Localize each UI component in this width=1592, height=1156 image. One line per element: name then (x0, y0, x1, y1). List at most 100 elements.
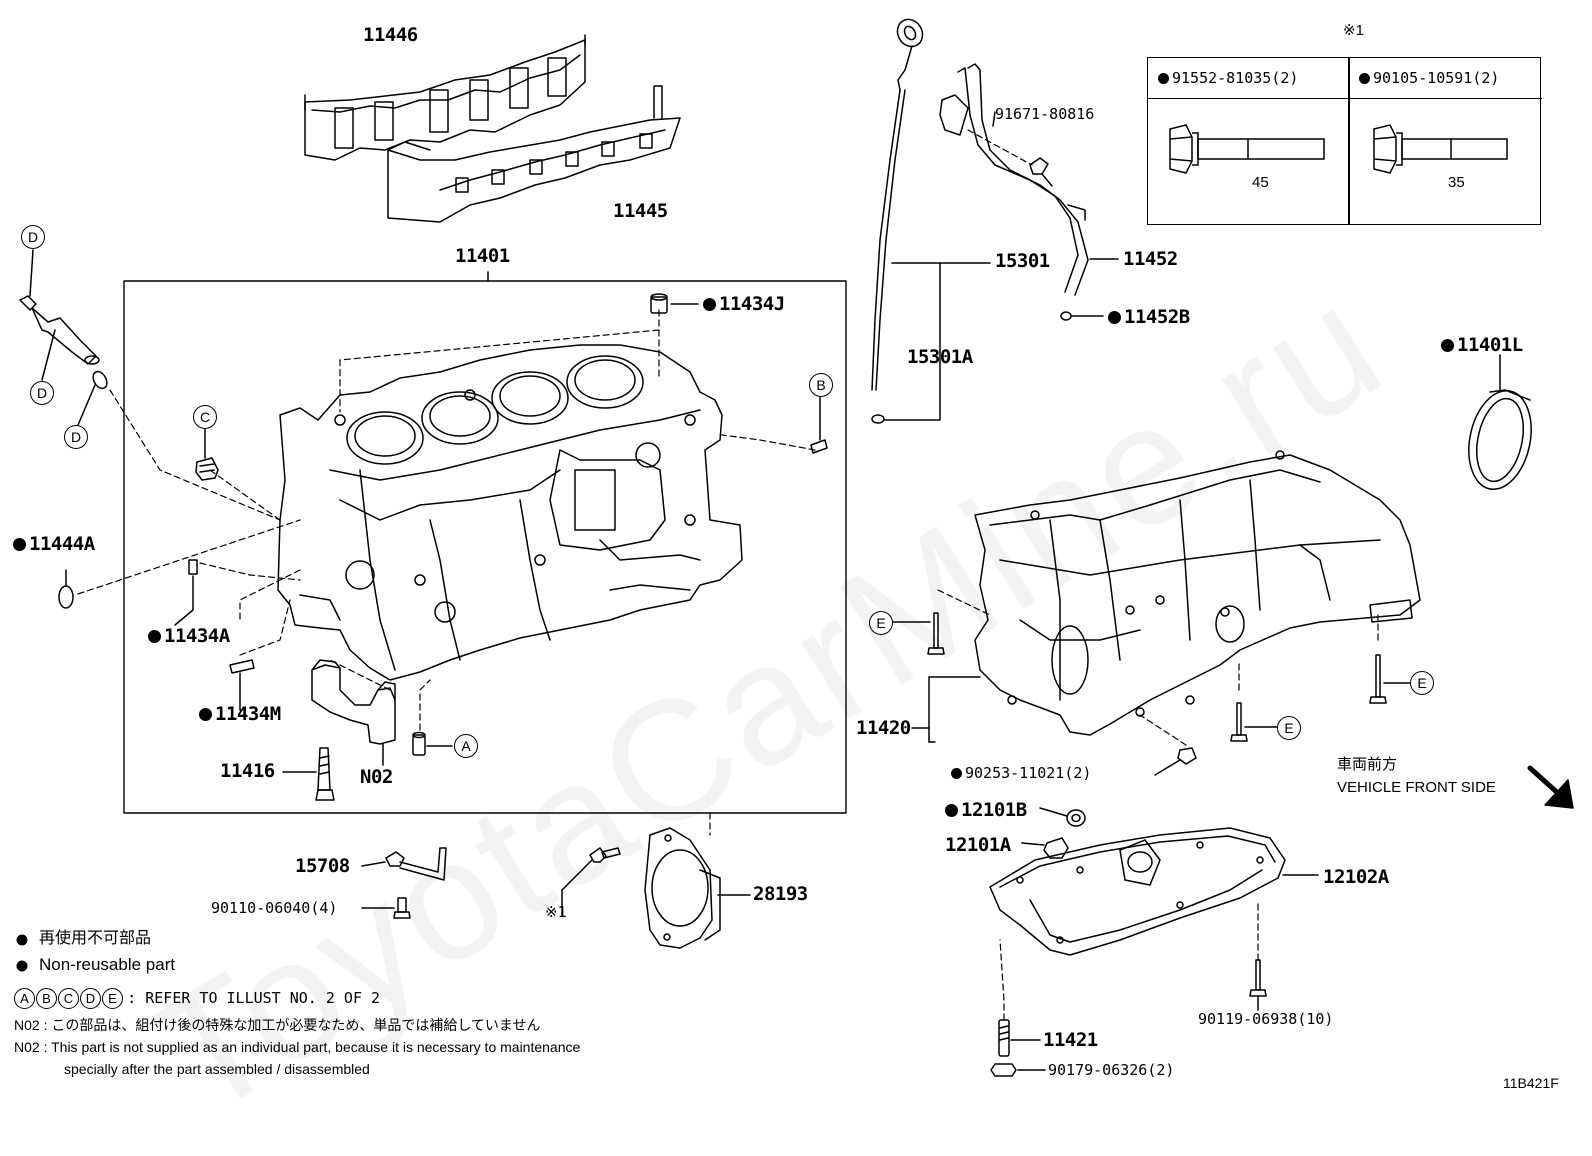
label-15301A[interactable]: 15301A (907, 346, 973, 368)
legend-nonreusable-jp: 再使用不可部品 (39, 930, 152, 947)
seal-retainer-28193-drawing[interactable] (644, 827, 721, 949)
label-15301[interactable]: 15301 (995, 250, 1050, 272)
ref-C[interactable]: C (193, 405, 217, 429)
legend-n02-jp: N02 : この部品は、組付け後の特殊な加工が必要なため、単品では補給していませ… (14, 1018, 541, 1032)
nonreusable-dot-icon (13, 538, 26, 551)
leader-note1 (561, 859, 593, 916)
pin-11434A-drawing[interactable] (188, 559, 198, 575)
label-11452B[interactable]: 11452B (1108, 308, 1190, 327)
leaders-15301 (883, 262, 991, 421)
drain-plug-12101A-drawing[interactable] (1043, 837, 1069, 859)
label-90179[interactable]: 90179-06326(2) (1048, 1061, 1175, 1079)
plug-C-drawing[interactable] (195, 457, 219, 481)
bolt-91671-drawing[interactable] (1029, 157, 1053, 187)
o-ring-11444A-drawing[interactable] (58, 585, 74, 609)
guide-11452-drawing[interactable] (939, 63, 1089, 296)
oil-pan-lower-12102A-drawing[interactable] (989, 827, 1286, 956)
bolt-table: 91552-81035(2) 90105-10591(2) 45 35 (1147, 57, 1542, 225)
label-11444A[interactable]: 11444A (13, 535, 95, 554)
gasket-12101B-drawing[interactable] (1066, 809, 1086, 827)
label-N02[interactable]: N02 (360, 766, 393, 788)
block-dashed-leaders (77, 309, 816, 731)
switch-leaders (29, 249, 96, 426)
oil-nozzle-15708-drawing[interactable] (385, 847, 447, 881)
vehicle-front-arrow (1527, 765, 1574, 809)
label-11434M[interactable]: 11434M (199, 705, 281, 724)
bolt-45-length: 45 (1252, 174, 1269, 191)
legend-ref-a: A (14, 988, 35, 1009)
legend-n02-en: N02 : This part is not supplied as an in… (14, 1040, 580, 1054)
label-90110[interactable]: 90110-06040(4) (211, 899, 338, 917)
ref-D-top[interactable]: D (21, 225, 45, 249)
label-90253[interactable]: 90253-11021(2) (951, 766, 1091, 781)
label-11446[interactable]: 11446 (363, 24, 418, 46)
label-11401[interactable]: 11401 (455, 245, 510, 267)
bolt-table-left-header[interactable]: 91552-81035(2) (1148, 58, 1348, 99)
label-11434A[interactable]: 11434A (148, 627, 230, 646)
bolt-11416-drawing[interactable] (315, 747, 335, 801)
nut-90179-drawing[interactable] (990, 1063, 1017, 1077)
nonreusable-dot-icon (703, 298, 716, 311)
ref-B[interactable]: B (809, 373, 833, 397)
bolt-90119-drawing[interactable] (1249, 959, 1267, 997)
ref-D-mid[interactable]: D (30, 381, 54, 405)
legend-dot-2 (16, 960, 28, 972)
oil-seal-11401L-drawing[interactable] (1460, 385, 1539, 495)
label-11401L[interactable]: 11401L (1441, 336, 1523, 355)
bolt-90110-drawing[interactable] (393, 897, 411, 919)
dowel-A-drawing[interactable] (412, 731, 426, 756)
label-11452[interactable]: 11452 (1123, 248, 1178, 270)
label-91671[interactable]: 91671-80816 (995, 105, 1095, 123)
ref-E-right[interactable]: E (1410, 671, 1434, 695)
pan-bolts[interactable] (927, 612, 1387, 765)
label-11421[interactable]: 11421 (1043, 1029, 1098, 1051)
bolt-table-right-header[interactable]: 90105-10591(2) (1349, 58, 1542, 99)
ref-E-left[interactable]: E (869, 611, 893, 635)
dipstick-15301-drawing[interactable] (871, 15, 927, 391)
legend-ref-e: E (102, 988, 123, 1009)
bearing-cap-N02-drawing[interactable] (311, 659, 396, 745)
gasket-11446-drawing[interactable] (304, 34, 586, 161)
pan-leaders (891, 621, 1411, 776)
label-11416[interactable]: 11416 (220, 760, 275, 782)
exploded-parts-diagram (16, 15, 1574, 1077)
legend-ref-d: D (80, 988, 101, 1009)
label-90119[interactable]: 90119-06938(10) (1198, 1010, 1334, 1028)
legend-n02-en-prefix: N02 (14, 1039, 40, 1055)
oring-11452B-drawing[interactable] (1060, 311, 1072, 321)
label-12101B[interactable]: 12101B (945, 801, 1027, 820)
bolt-note1-drawing[interactable] (589, 847, 621, 863)
label-15708[interactable]: 15708 (295, 855, 350, 877)
label-12102A[interactable]: 12102A (1323, 866, 1389, 888)
pan-dashed (937, 589, 1379, 746)
label-11434J[interactable]: 11434J (703, 295, 785, 314)
stud-11421-drawing[interactable] (998, 1019, 1010, 1057)
nonreusable-dot-icon (951, 768, 962, 779)
oil-pressure-switch-drawing[interactable] (19, 295, 110, 391)
oring-15301A-drawing[interactable] (871, 414, 885, 424)
pin-B-drawing[interactable] (810, 439, 828, 454)
nonreusable-dot-icon (1359, 73, 1370, 84)
legend-n02-jp-text: : この部品は、組付け後の特殊な加工が必要なため、単品では補給していません (43, 1017, 541, 1033)
gasket-11445-drawing[interactable] (387, 85, 681, 223)
ref-D-low[interactable]: D (64, 425, 88, 449)
legend-ref-b: B (36, 988, 57, 1009)
label-12101A[interactable]: 12101A (945, 834, 1011, 856)
leader-11434A (174, 575, 194, 626)
ref-E-mid[interactable]: E (1277, 716, 1301, 740)
legend-n02-en-text-1: : This part is not supplied as an indivi… (43, 1039, 581, 1055)
ref-A[interactable]: A (454, 734, 478, 758)
cylinder-block-drawing[interactable] (277, 344, 743, 681)
nonreusable-dot-icon (199, 708, 212, 721)
pin-11434J-drawing[interactable] (650, 293, 668, 314)
label-28193[interactable]: 28193 (753, 883, 808, 905)
label-11420[interactable]: 11420 (856, 717, 911, 739)
diagram-code: 11B421F (1503, 1075, 1559, 1091)
label-11445[interactable]: 11445 (613, 200, 668, 222)
cylinder-block-frame (123, 280, 847, 814)
legend-n02-en-cont: specially after the part assembled / dis… (64, 1061, 370, 1077)
pin-11434M-drawing[interactable] (229, 659, 255, 674)
nonreusable-dot-icon (945, 804, 958, 817)
label-note1-bolt[interactable]: ※1 (545, 903, 567, 921)
oil-pan-upper-11420-drawing[interactable] (974, 450, 1421, 736)
